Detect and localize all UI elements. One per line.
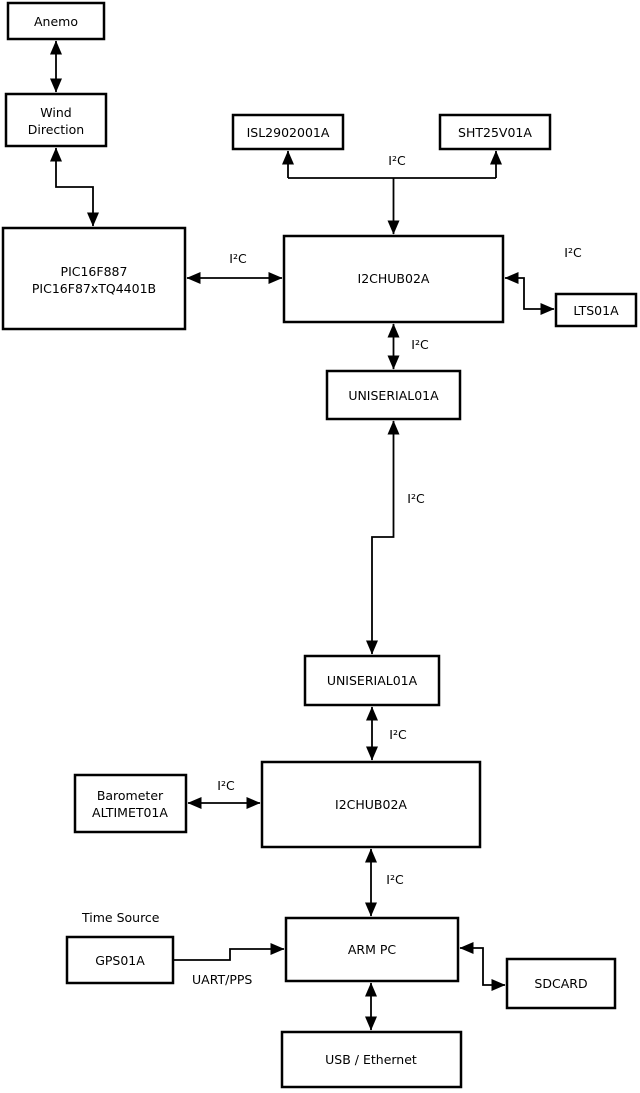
connector-armpc-sdcard: [459, 942, 506, 991]
node-i2c-hub-top: I2CHUB02A: [282, 234, 505, 324]
wind-direction-label-line1: Wind: [40, 105, 71, 120]
node-sht-sensor: SHT25V01A: [438, 113, 552, 151]
lts-sensor-box: [554, 292, 638, 328]
node-anemo: Anemo: [6, 1, 106, 41]
connector-hubtop-lts: [504, 272, 555, 315]
i2c-label-hub-armpc: I²C: [386, 872, 404, 887]
uniserial-top-box: [325, 369, 462, 421]
uart-pps-label: UART/PPS: [192, 972, 252, 987]
uniserial-bottom-box: [303, 654, 441, 707]
node-lts-sensor: LTS01A: [554, 292, 638, 328]
node-barometer: Barometer ALTIMET01A: [73, 773, 188, 834]
connector-winddirection-pic: [50, 147, 99, 227]
pic-controller-box: [1, 226, 187, 331]
uniserial-bottom-label: UNISERIAL01A: [327, 673, 418, 688]
node-usb-ethernet: USB / Ethernet: [280, 1030, 463, 1089]
usb-ethernet-box: [280, 1030, 463, 1089]
pic-controller-label-line2: PIC16F87xTQ4401B: [32, 281, 156, 296]
gps-box: [65, 935, 175, 985]
i2c-label-sensors-top: I²C: [388, 153, 406, 168]
uniserial-top-label: UNISERIAL01A: [348, 388, 439, 403]
connector-uniserial-link: [366, 420, 400, 655]
sht-sensor-label: SHT25V01A: [458, 125, 532, 140]
anemo-box: [6, 1, 106, 41]
time-source-label: Time Source: [81, 910, 160, 925]
node-wind-direction: Wind Direction: [4, 92, 108, 148]
sdcard-label: SDCARD: [534, 976, 587, 991]
barometer-label-line2: ALTIMET01A: [92, 805, 168, 820]
i2c-hub-top-box: [282, 234, 505, 324]
wind-direction-label-line2: Direction: [28, 122, 84, 137]
isl-sensor-label: ISL2902001A: [247, 125, 330, 140]
i2c-label-uniserial-hub-bottom: I²C: [389, 727, 407, 742]
pic-controller-label-line1: PIC16F887: [61, 264, 128, 279]
node-isl-sensor: ISL2902001A: [231, 113, 345, 151]
sdcard-box: [505, 957, 617, 1010]
i2c-label-uniserial-link: I²C: [407, 491, 425, 506]
node-gps: GPS01A: [65, 935, 175, 985]
i2c-label-pic-hub: I²C: [229, 251, 247, 266]
lts-sensor-label: LTS01A: [573, 303, 619, 318]
node-i2c-hub-bottom: I2CHUB02A: [260, 760, 482, 849]
barometer-label-line1: Barometer: [97, 788, 164, 803]
node-pic-controller: PIC16F887 PIC16F87xTQ4401B: [1, 226, 187, 331]
node-uniserial-bottom: UNISERIAL01A: [303, 654, 441, 707]
anemo-label: Anemo: [34, 14, 78, 29]
gps-label: GPS01A: [95, 953, 145, 968]
arm-pc-label: ARM PC: [348, 942, 397, 957]
isl-sensor-box: [231, 113, 345, 151]
arm-pc-box: [284, 916, 460, 983]
node-arm-pc: ARM PC: [284, 916, 460, 983]
i2c-hub-top-label: I2CHUB02A: [358, 271, 430, 286]
sht-sensor-box: [438, 113, 552, 151]
i2c-label-barometer-hub: I²C: [217, 778, 235, 793]
wind-direction-box: [4, 92, 108, 148]
node-sdcard: SDCARD: [505, 957, 617, 1010]
i2c-hub-bottom-label: I2CHUB02A: [335, 797, 407, 812]
i2c-label-hub-lts: I²C: [564, 245, 582, 260]
connector-gps-armpc: [173, 943, 285, 961]
usb-ethernet-label: USB / Ethernet: [325, 1052, 417, 1067]
i2c-label-hub-uniserial-top: I²C: [411, 337, 429, 352]
barometer-box: [73, 773, 188, 834]
i2c-hub-bottom-box: [260, 760, 482, 849]
node-uniserial-top: UNISERIAL01A: [325, 369, 462, 421]
